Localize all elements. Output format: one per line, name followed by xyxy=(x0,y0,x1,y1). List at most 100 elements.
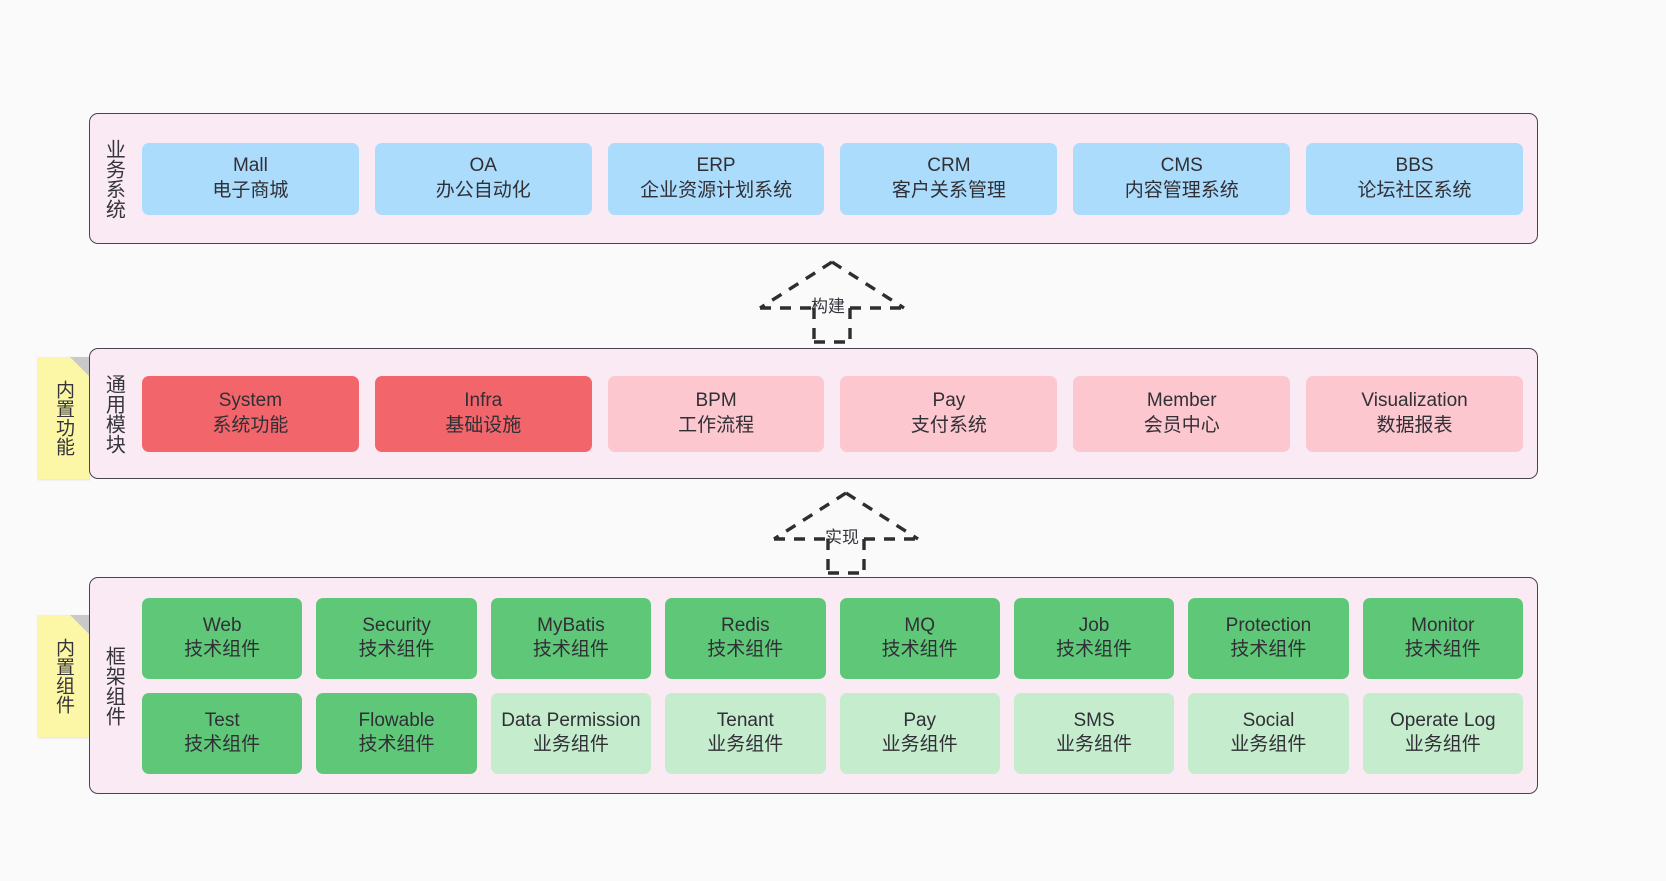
card-subtitle: 基础设施 xyxy=(445,414,522,436)
card-subtitle: 企业资源计划系统 xyxy=(640,179,793,201)
card-title: Tenant xyxy=(716,709,774,731)
biz-component-card-data-permission[interactable]: Data Permission 业务组件 xyxy=(490,692,652,774)
tech-component-card-security[interactable]: Security 技术组件 xyxy=(316,597,477,679)
card-title: Mall xyxy=(232,155,268,177)
card-subtitle: 业务组件 xyxy=(707,734,784,755)
card-title: Test xyxy=(204,709,240,731)
card-title: Protection xyxy=(1225,614,1312,636)
card-title: BBS xyxy=(1395,155,1434,177)
sticky-note-builtin-features: 内置功能 xyxy=(37,357,89,479)
card-subtitle: 会员中心 xyxy=(1143,414,1220,436)
biz-component-card-operate-log[interactable]: Operate Log 业务组件 xyxy=(1362,692,1523,774)
card-subtitle: 技术组件 xyxy=(1404,639,1481,660)
biz-component-card-social[interactable]: Social 业务组件 xyxy=(1188,692,1349,774)
card-title: OA xyxy=(469,155,497,177)
tech-component-card-mybatis[interactable]: MyBatis 技术组件 xyxy=(490,597,652,679)
card-subtitle: 办公自动化 xyxy=(435,179,531,201)
card-subtitle: 技术组件 xyxy=(707,639,784,660)
card-subtitle: 业务组件 xyxy=(1056,734,1133,755)
card-subtitle: 技术组件 xyxy=(881,639,958,660)
tech-component-card-mq[interactable]: MQ 技术组件 xyxy=(839,597,1000,679)
card-subtitle: 客户关系管理 xyxy=(891,179,1006,201)
card-subtitle: 业务组件 xyxy=(1230,734,1307,755)
connector-implement-label: 实现 xyxy=(825,528,859,547)
connector-build-label: 构建 xyxy=(811,297,845,316)
card-title: Security xyxy=(362,614,431,636)
card-title: Pay xyxy=(932,390,966,412)
card-title: BPM xyxy=(695,390,737,412)
card-subtitle: 技术组件 xyxy=(184,639,261,660)
card-subtitle: 数据报表 xyxy=(1376,414,1453,436)
card-subtitle: 技术组件 xyxy=(532,639,609,660)
biz-component-card-tenant[interactable]: Tenant 业务组件 xyxy=(665,692,826,774)
card-subtitle: 技术组件 xyxy=(1056,639,1133,660)
biz-component-card-test[interactable]: Test 技术组件 xyxy=(142,692,303,774)
card-subtitle: 系统功能 xyxy=(212,414,289,436)
card-title: Redis xyxy=(721,614,770,636)
card-title: Pay xyxy=(903,709,937,731)
tech-component-card-monitor[interactable]: Monitor 技术组件 xyxy=(1362,597,1523,679)
card-title: CMS xyxy=(1160,155,1203,177)
sticky-note-builtin-components-label: 内置组件 xyxy=(53,638,75,714)
card-subtitle: 技术组件 xyxy=(184,734,261,755)
card-title: Infra xyxy=(464,390,503,412)
layer-common-module-label: 通用模块 xyxy=(102,373,125,454)
card-title: Job xyxy=(1078,614,1110,636)
card-title: Web xyxy=(202,614,242,636)
sticky-fold-icon xyxy=(70,615,89,634)
biz-component-card-pay[interactable]: Pay 业务组件 xyxy=(839,692,1000,774)
tech-component-card-redis[interactable]: Redis 技术组件 xyxy=(665,597,826,679)
card-title: SMS xyxy=(1073,709,1115,731)
card-subtitle: 技术组件 xyxy=(358,639,435,660)
card-title: Social xyxy=(1242,709,1295,731)
card-subtitle: 论坛社区系统 xyxy=(1357,179,1472,201)
tech-component-card-web[interactable]: Web 技术组件 xyxy=(142,597,303,679)
card-title: MyBatis xyxy=(537,614,605,636)
card-title: Data Permission xyxy=(501,709,641,731)
card-title: Flowable xyxy=(358,709,435,731)
card-subtitle: 支付系统 xyxy=(910,414,987,436)
biz-component-card-flowable[interactable]: Flowable 技术组件 xyxy=(316,692,477,774)
biz-component-card-sms[interactable]: SMS 业务组件 xyxy=(1013,692,1175,774)
card-title: CRM xyxy=(927,155,971,177)
card-subtitle: 业务组件 xyxy=(881,734,958,755)
tech-component-card-protection[interactable]: Protection 技术组件 xyxy=(1188,597,1349,679)
card-title: Monitor xyxy=(1411,614,1475,636)
card-subtitle: 技术组件 xyxy=(358,734,435,755)
sticky-note-builtin-features-label: 内置功能 xyxy=(53,380,75,456)
card-title: Operate Log xyxy=(1389,709,1496,731)
card-subtitle: 业务组件 xyxy=(1404,734,1481,755)
card-subtitle: 技术组件 xyxy=(1230,639,1307,660)
sticky-note-builtin-components: 内置组件 xyxy=(37,615,89,737)
card-title: Visualization xyxy=(1361,390,1468,412)
card-title: MQ xyxy=(904,614,935,636)
card-title: ERP xyxy=(696,155,736,177)
card-subtitle: 业务组件 xyxy=(532,734,609,755)
tech-component-card-job[interactable]: Job 技术组件 xyxy=(1013,597,1175,679)
layer-framework-component-label: 框架组件 xyxy=(102,645,125,726)
layer-business-system-label: 业务系统 xyxy=(102,138,125,219)
card-subtitle: 工作流程 xyxy=(678,414,755,436)
sticky-fold-icon xyxy=(70,357,89,376)
card-title: Member xyxy=(1146,390,1217,412)
